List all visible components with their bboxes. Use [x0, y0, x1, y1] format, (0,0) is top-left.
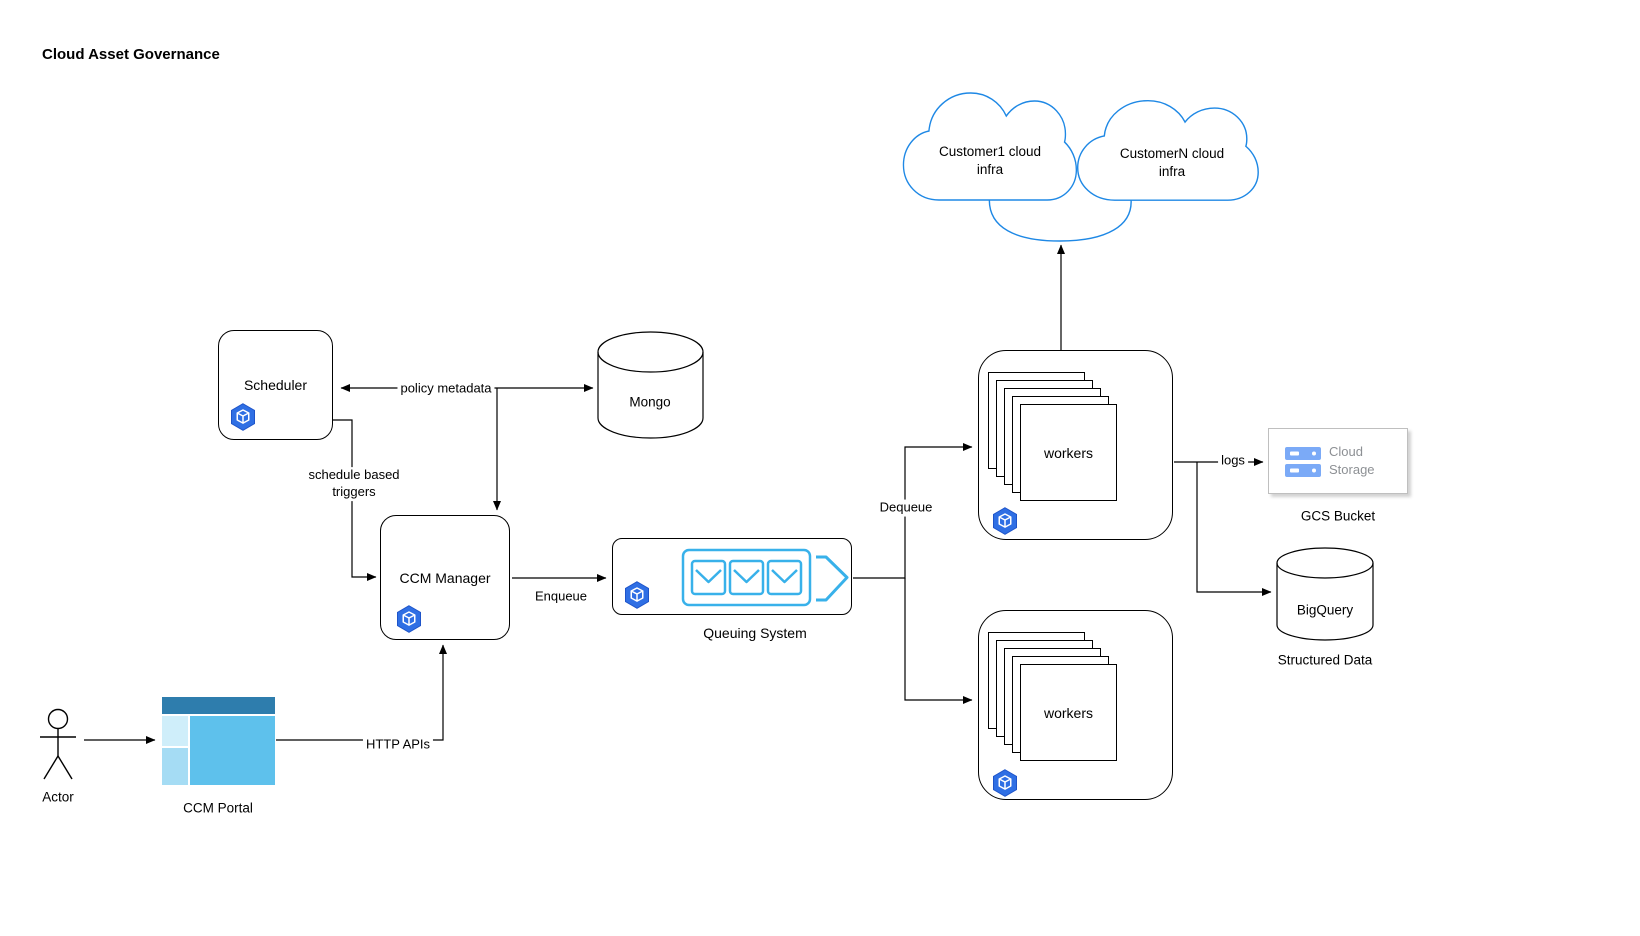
ccm-portal-node	[162, 697, 275, 785]
enqueue-edge-label: Enqueue	[531, 588, 591, 606]
workers-group-bottom: workers	[978, 610, 1173, 800]
scheduler-container-icon	[228, 402, 258, 432]
mongo-label: Mongo	[629, 394, 671, 410]
edge-http-apis	[276, 644, 447, 741]
scheduler-label: Scheduler	[243, 377, 308, 393]
customerN-cloud-shape	[1076, 99, 1259, 201]
policy-metadata-edge-label: policy metadata	[397, 380, 495, 398]
bigquery-cylinder	[1276, 547, 1374, 641]
cloud-base-outline	[988, 191, 1132, 242]
http-apis-edge-label: HTTP APIs	[362, 736, 434, 754]
edge-dequeue-bottom	[904, 578, 973, 704]
cloud-storage-node: Cloud Storage	[1268, 428, 1408, 494]
logs-edge-label: logs	[1218, 452, 1248, 470]
workers-bottom-container-icon	[990, 768, 1020, 798]
message-queue-icon	[681, 548, 849, 607]
queue-container-icon	[622, 580, 652, 610]
mongo-cylinder	[597, 331, 704, 439]
cloud-base-fill	[989, 192, 1132, 241]
queuing-system-label: Queuing System	[703, 625, 807, 641]
workers-bottom-label: workers	[1043, 704, 1093, 721]
customer1-cloud-shape	[902, 92, 1078, 201]
app-window-sidebar-bottom	[162, 748, 188, 785]
scheduler-node: Scheduler	[218, 330, 333, 440]
dequeue-edge-label: Dequeue	[876, 499, 936, 517]
cloud-storage-label: Cloud Storage	[1329, 444, 1375, 477]
structured-data-caption: Structured Data	[1277, 652, 1373, 668]
queuing-system-node	[612, 538, 852, 615]
edge-workers-to-bigquery	[1196, 462, 1272, 596]
actor-label: Actor	[42, 789, 74, 805]
schedule-triggers-edge-label: schedule based triggers	[305, 467, 403, 501]
cloud-storage-icon	[1285, 447, 1321, 477]
bigquery-label: BigQuery	[1296, 602, 1354, 618]
app-window-icon	[162, 697, 275, 714]
customer1-cloud-label: Customer1 cloud infra	[938, 143, 1042, 177]
worker-sheet-front: workers	[1020, 404, 1117, 501]
workers-top-container-icon	[990, 506, 1020, 536]
workers-top-label: workers	[1043, 444, 1093, 461]
ccm-manager-label: CCM Manager	[399, 569, 491, 586]
workers-group-top: workers	[978, 350, 1173, 540]
worker-sheet-front: workers	[1020, 664, 1117, 761]
ccm-portal-label: CCM Portal	[183, 800, 253, 816]
customerN-cloud-label: CustomerN cloud infra	[1119, 145, 1225, 179]
app-window-sidebar-top	[162, 716, 188, 746]
gcs-bucket-caption: GCS Bucket	[1300, 508, 1376, 524]
diagram-title: Cloud Asset Governance	[42, 46, 220, 63]
ccm-manager-container-icon	[394, 604, 424, 634]
actor-figure-icon	[40, 708, 76, 780]
app-window-body	[190, 716, 275, 785]
